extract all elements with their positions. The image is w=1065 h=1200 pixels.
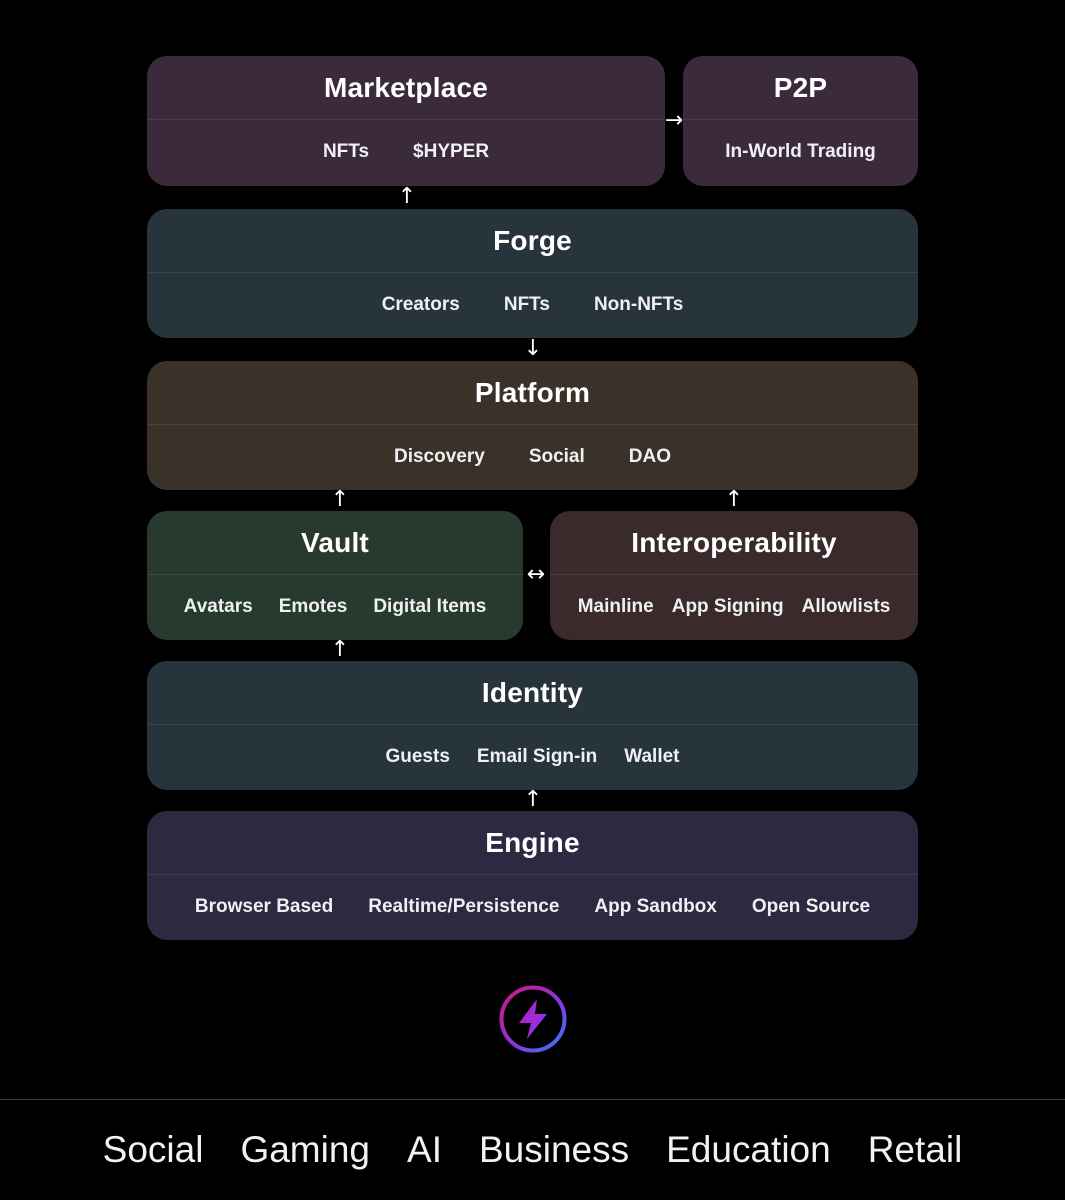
footer-item-gaming: Gaming xyxy=(240,1129,371,1170)
identity-item-guests: Guests xyxy=(385,746,450,767)
engine-item-open-source: Open Source xyxy=(751,896,871,917)
vault-box: Vault Avatars Emotes Digital Items xyxy=(147,511,523,640)
arrow-forge-to-marketplace: ↑ xyxy=(397,184,417,209)
arrow-engine-to-identity: ↑ xyxy=(523,787,543,812)
arrow-vault-to-platform: ↑ xyxy=(330,487,350,512)
interoperability-item-allowlists: Allowlists xyxy=(801,596,891,617)
use-case-footer: Social Gaming AI Business Education Reta… xyxy=(0,1100,1065,1200)
footer-item-business: Business xyxy=(478,1129,630,1170)
forge-title: Forge xyxy=(147,209,918,273)
platform-item-dao: DAO xyxy=(628,446,672,467)
footer-item-social: Social xyxy=(102,1129,204,1170)
platform-items: Discovery Social DAO xyxy=(147,425,918,489)
engine-item-browser-based: Browser Based xyxy=(194,896,334,917)
arrow-marketplace-to-p2p: → xyxy=(664,108,684,133)
forge-item-nfts: NFTs xyxy=(503,294,550,315)
footer-item-education: Education xyxy=(666,1129,831,1170)
forge-item-non-nfts: Non-NFTs xyxy=(593,294,684,315)
p2p-items: In-World Trading xyxy=(683,120,918,184)
identity-items: Guests Email Sign-in Wallet xyxy=(147,725,918,789)
interoperability-item-app-signing: App Signing xyxy=(671,596,784,617)
marketplace-item-hyper: $HYPER xyxy=(413,141,490,162)
engine-title: Engine xyxy=(147,811,918,875)
p2p-item-in-world-trading: In-World Trading xyxy=(725,141,876,162)
identity-title: Identity xyxy=(147,661,918,725)
interoperability-box: Interoperability Mainline App Signing Al… xyxy=(550,511,918,640)
lightning-bolt-icon xyxy=(499,985,567,1053)
p2p-title: P2P xyxy=(683,56,918,120)
arrow-vault-interop: ↔ xyxy=(526,562,546,587)
footer-item-retail: Retail xyxy=(867,1129,963,1170)
marketplace-box: Marketplace NFTs $HYPER xyxy=(147,56,665,186)
platform-item-social: Social xyxy=(528,446,585,467)
p2p-box: P2P In-World Trading xyxy=(683,56,918,186)
platform-box: Platform Discovery Social DAO xyxy=(147,361,918,490)
vault-item-avatars: Avatars xyxy=(183,596,253,617)
engine-item-realtime-persistence: Realtime/Persistence xyxy=(368,896,560,917)
forge-box: Forge Creators NFTs Non-NFTs xyxy=(147,209,918,338)
vault-items: Avatars Emotes Digital Items xyxy=(147,575,523,639)
marketplace-title: Marketplace xyxy=(147,56,665,120)
vault-title: Vault xyxy=(147,511,523,575)
marketplace-items: NFTs $HYPER xyxy=(147,120,665,184)
identity-box: Identity Guests Email Sign-in Wallet xyxy=(147,661,918,790)
identity-item-wallet: Wallet xyxy=(624,746,680,767)
platform-item-discovery: Discovery xyxy=(393,446,485,467)
marketplace-item-nfts: NFTs xyxy=(322,141,370,162)
interoperability-item-mainline: Mainline xyxy=(577,596,654,617)
forge-items: Creators NFTs Non-NFTs xyxy=(147,273,918,337)
footer-divider xyxy=(0,1099,1065,1100)
identity-item-email-sign-in: Email Sign-in xyxy=(476,746,598,767)
vault-item-emotes: Emotes xyxy=(278,596,348,617)
vault-item-digital-items: Digital Items xyxy=(373,596,487,617)
interoperability-items: Mainline App Signing Allowlists xyxy=(550,575,918,639)
forge-item-creators: Creators xyxy=(381,294,460,315)
engine-box: Engine Browser Based Realtime/Persistenc… xyxy=(147,811,918,940)
engine-item-app-sandbox: App Sandbox xyxy=(594,896,717,917)
interoperability-title: Interoperability xyxy=(550,511,918,575)
arrow-forge-to-platform: ↓ xyxy=(523,336,543,361)
engine-items: Browser Based Realtime/Persistence App S… xyxy=(147,875,918,939)
footer-item-ai: AI xyxy=(407,1129,442,1170)
platform-title: Platform xyxy=(147,361,918,425)
arrow-identity-to-vault: ↑ xyxy=(330,637,350,662)
arrow-interop-to-platform: ↑ xyxy=(724,487,744,512)
